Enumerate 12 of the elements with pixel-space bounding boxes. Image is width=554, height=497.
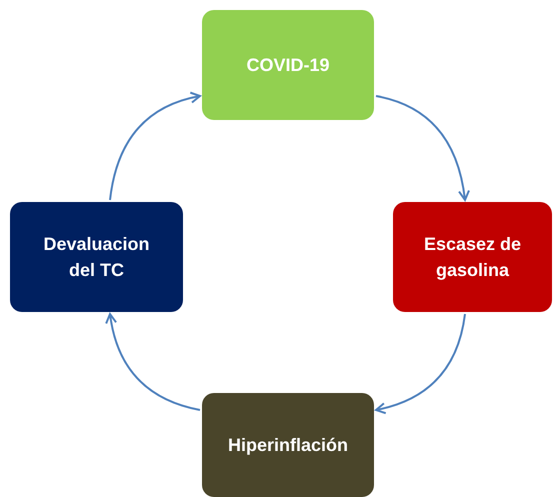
box-label: Hiperinflación bbox=[228, 434, 348, 457]
box-label: COVID-19 bbox=[246, 54, 330, 77]
curved-arrow bbox=[376, 95, 470, 201]
process-box bbox=[202, 10, 374, 120]
curved-arrow bbox=[106, 313, 200, 411]
process-box bbox=[393, 202, 552, 312]
curved-arrow bbox=[109, 92, 201, 200]
box-label: Escasez de gasolina bbox=[422, 232, 522, 282]
process-box bbox=[10, 202, 183, 312]
process-box bbox=[202, 393, 374, 497]
box-label: Devaluacion del TC bbox=[42, 232, 151, 282]
curved-arrow bbox=[375, 314, 466, 414]
